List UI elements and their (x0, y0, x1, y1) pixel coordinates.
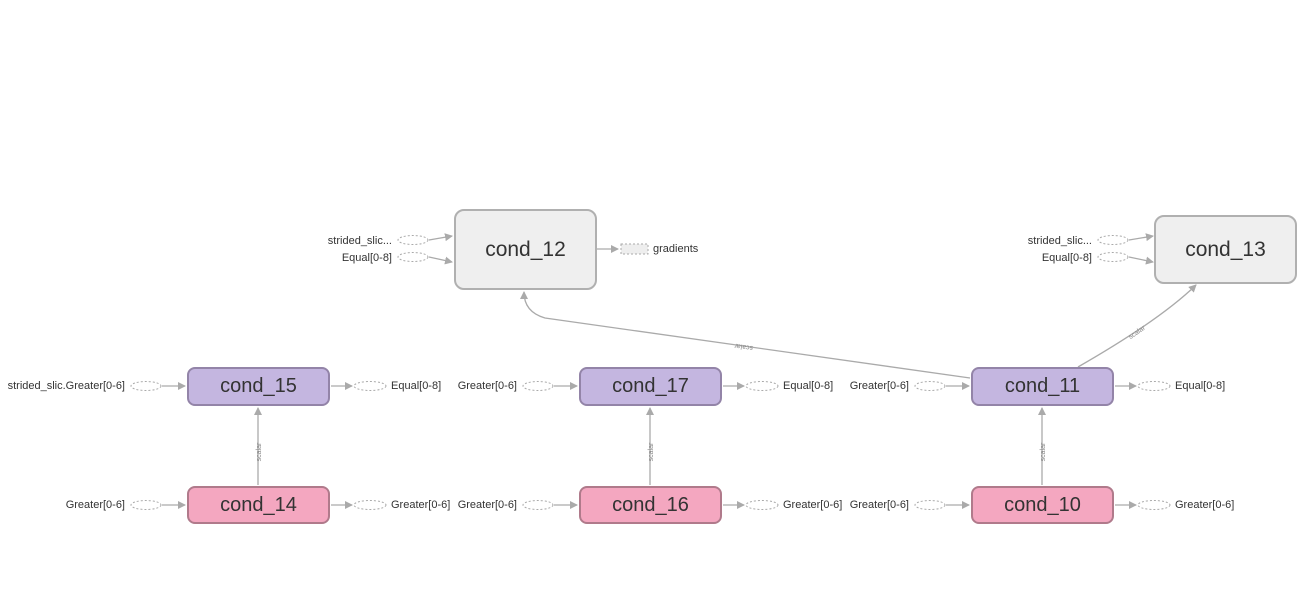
input-stub-ellipse (130, 381, 162, 391)
label-c14-in: Greater[0-6] (65, 499, 125, 511)
edge-label-16-17: scalar (648, 442, 655, 461)
row-purple-stubs (130, 381, 1171, 391)
output-stub-ellipse (745, 500, 779, 510)
node-cond-15[interactable]: cond_15 (187, 367, 330, 406)
input-stub-ellipse (522, 381, 554, 391)
edge-label-10-11: scalar (1040, 442, 1047, 461)
label-c10-in: Greater[0-6] (849, 499, 909, 511)
edge-line (428, 256, 453, 265)
node-cond-17[interactable]: cond_17 (579, 367, 722, 406)
input-stub-ellipse (522, 500, 554, 510)
edge-label-11-12: scalar (733, 342, 753, 352)
cond12-inputs (397, 233, 649, 265)
label-c16-out: Greater[0-6] (783, 499, 843, 511)
label-c15-out: Equal[0-8] (391, 380, 442, 392)
label-c12-out: gradients (653, 243, 699, 255)
edge-line (1128, 233, 1154, 242)
output-stub-ellipse (745, 381, 779, 391)
node-cond-11[interactable]: cond_11 (971, 367, 1114, 406)
vertical-edges: scalar scalar scalar (254, 407, 1047, 485)
node-cond-14[interactable]: cond_14 (187, 486, 330, 524)
label-c11-out: Equal[0-8] (1175, 380, 1226, 392)
label-c14-out: Greater[0-6] (391, 499, 451, 511)
node-cond-10[interactable]: cond_10 (971, 486, 1114, 524)
edge-line (1128, 256, 1154, 265)
output-stub-ellipse (1137, 500, 1171, 510)
label-c10-out: Greater[0-6] (1175, 499, 1235, 511)
input-stub-ellipse (130, 500, 162, 510)
output-stub-ellipse (353, 500, 387, 510)
edge-line (428, 233, 453, 242)
output-stub-ellipse (1137, 381, 1171, 391)
label-c17-in: Greater[0-6] (457, 380, 517, 392)
label-c16-in: Greater[0-6] (457, 499, 517, 511)
label-c13-in1: strided_slic... (1027, 235, 1092, 247)
edge-label-11-13: scalar (1127, 324, 1147, 341)
label-c12-in1: strided_slic... (327, 235, 392, 247)
output-stub-ellipse (353, 381, 387, 391)
node-cond-12[interactable]: cond_12 (454, 209, 597, 290)
label-c11-in: Greater[0-6] (849, 380, 909, 392)
label-c13-in2: Equal[0-8] (1041, 252, 1092, 264)
node-cond-13[interactable]: cond_13 (1154, 215, 1297, 284)
input-stub-ellipse (914, 381, 946, 391)
edge-label-14-15: scalar (256, 442, 263, 461)
row-pink-stubs (130, 500, 1171, 510)
edge-11-13 (1077, 284, 1197, 368)
input-stub-ellipse (397, 252, 429, 262)
label-c12-in2: Equal[0-8] (341, 252, 392, 264)
input-stub-ellipse (397, 235, 429, 245)
cond13-inputs (1097, 233, 1154, 265)
output-stub-rect (620, 243, 649, 255)
label-c15-in: strided_slic.Greater[0-6] (7, 380, 125, 392)
edge-11-12 (520, 291, 971, 379)
label-c17-out: Equal[0-8] (783, 380, 834, 392)
input-stub-ellipse (1097, 235, 1129, 245)
node-cond-16[interactable]: cond_16 (579, 486, 722, 524)
input-stub-ellipse (1097, 252, 1129, 262)
input-stub-ellipse (914, 500, 946, 510)
